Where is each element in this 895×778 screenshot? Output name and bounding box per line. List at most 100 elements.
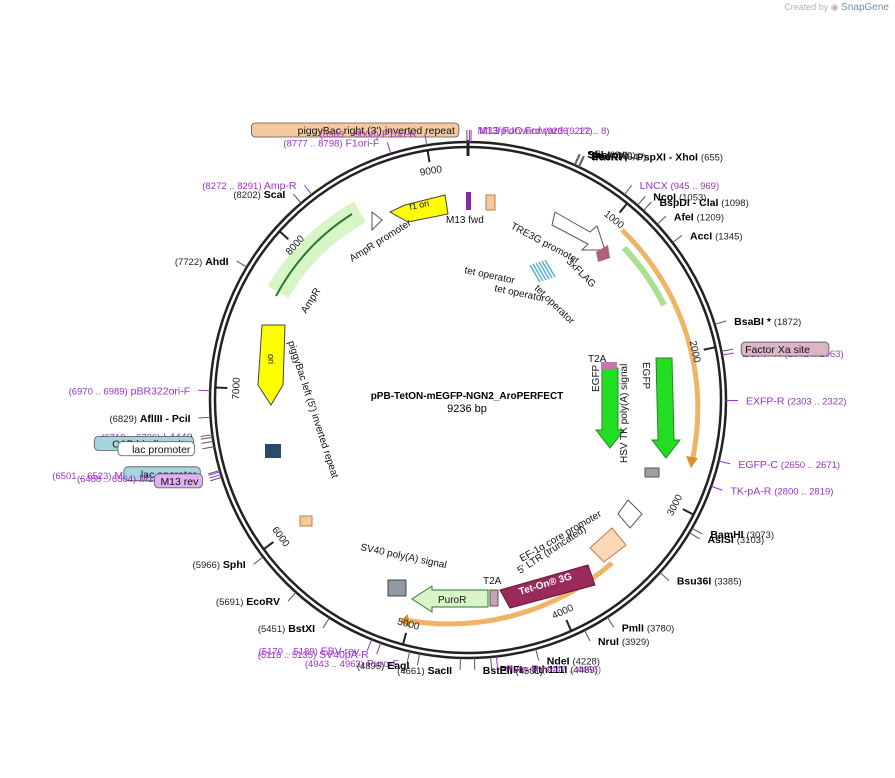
site-label-enzyme[interactable]: NdeI (4228) [547, 656, 600, 668]
site-label-enzyme[interactable]: BspDI - ClaI (1098) [659, 197, 748, 209]
label-leader [577, 155, 584, 167]
label-leader [236, 260, 248, 268]
enzyme-position: (8202) [233, 190, 260, 201]
site-label-primer[interactable]: (8272 .. 8291) Amp-R [202, 180, 297, 192]
label-leader [424, 133, 428, 146]
scale-tick [703, 346, 716, 351]
label-leader [200, 436, 213, 440]
site-label-enzyme[interactable]: NcoI (1053) [653, 191, 706, 203]
enzyme-name: AfeI [674, 211, 694, 223]
site-label-primer[interactable]: (5170 .. 5189) EBV-rev [259, 646, 360, 658]
primer-name: SV40pA-R [319, 649, 369, 661]
site-label-primer[interactable]: EXFP-R (2303 .. 2322) [746, 396, 847, 408]
primer-name: F1ori-R [382, 128, 417, 140]
site-label-primer[interactable]: M13/pUC Forward (9222 .. 8) [477, 125, 609, 137]
scale-tick [263, 541, 274, 550]
site-label-enzyme[interactable]: (8202) ScaI [233, 189, 285, 201]
scale-tick-label: 5000 [396, 617, 421, 633]
site-label-enzyme[interactable]: SfiI (624) [587, 149, 628, 161]
primer-name: Amp-R [264, 180, 297, 192]
enzyme-label-text: Bsu36I (3385) [677, 575, 742, 587]
label-leader [208, 471, 221, 476]
ampr-promoter-shape [371, 210, 383, 232]
site-label-feature[interactable]: Factor Xa site [740, 341, 830, 357]
amp-arc-line [275, 213, 353, 297]
primer-position: (8989 .. 9008) [320, 129, 379, 140]
enzyme-label-text: BsaBI * (1872) [734, 316, 801, 328]
primer-position: (6970 .. 6989) [69, 386, 128, 397]
site-label-enzyme[interactable]: PflFI - Tth111I (4489) [500, 664, 598, 676]
enzyme-position: (6829) [109, 414, 136, 425]
features-layer [257, 192, 701, 628]
feature-label-box [250, 122, 460, 138]
enzyme-label-text: (4661) SacII [397, 665, 452, 677]
enzyme-position: (1209) [697, 212, 724, 223]
site-label-enzyme[interactable]: (5691) EcoRV [216, 596, 280, 608]
site-label-primer[interactable]: M13 Forward (9236 .. 17) [479, 125, 592, 137]
feature-label-box [117, 441, 195, 457]
site-label-enzyme[interactable]: BsaBI * (1872) [734, 316, 801, 328]
label-leader [656, 215, 667, 225]
site-label-enzyme[interactable]: PaeR7I - PspXI - XhoI (655) [592, 151, 723, 163]
primer-label-text: (5116 .. 5135) SV40pA-R [258, 649, 369, 661]
primer-label-text: (8777 .. 8798) F1ori-F [283, 137, 379, 149]
enzyme-label-text: (7722) AhdI [175, 256, 229, 268]
label-leader [574, 154, 581, 166]
label-leader [304, 184, 313, 195]
enzyme-name: SacII [428, 665, 453, 677]
enzyme-label-text: BamHI (3073) [710, 529, 774, 541]
enzyme-position: (3929) [622, 637, 649, 648]
site-label-primer[interactable]: (5116 .. 5135) SV40pA-R [258, 649, 369, 661]
inner-egfp-1: EGFP [591, 364, 602, 392]
label-leader [202, 446, 215, 450]
ori-shape [257, 324, 286, 406]
site-label-primer[interactable]: (8989 .. 9008) F1ori-R [320, 128, 417, 140]
inner-puror: PuroR [438, 595, 466, 606]
site-label-enzyme[interactable]: PmlI (3780) [622, 622, 675, 634]
primer-name: pBR322ori-F [131, 385, 191, 397]
site-label-primer[interactable]: (6970 .. 6989) pBR322ori-F [69, 385, 191, 397]
site-label-primer[interactable]: EGFP-C (2650 .. 2671) [738, 459, 840, 471]
site-label-primer[interactable]: LNCX (945 .. 969) [640, 180, 720, 192]
site-label-enzyme[interactable]: EcoRI (649) [591, 151, 646, 163]
site-label-enzyme[interactable]: Bsu36I (3385) [677, 575, 742, 587]
plasmid-name: pPB-TetON-mEGFP-NGN2_AroPERFECT [371, 391, 564, 402]
site-label-enzyme[interactable]: (6829) AflIII - PciI [109, 413, 190, 425]
site-label-enzyme[interactable]: (5451) BstXI [258, 623, 315, 635]
t2a-1-mark [601, 362, 617, 369]
site-label-enzyme[interactable]: SpeI (630) [588, 149, 635, 161]
label-leader [606, 616, 615, 628]
site-label-enzyme[interactable]: (5966) SphI [193, 559, 246, 571]
inner-tet-operator-1: tet operator [463, 265, 516, 287]
primer-position: (4447 .. 4466) [542, 664, 601, 675]
site-label-primer[interactable]: TK-pA-R (2800 .. 2819) [730, 485, 833, 497]
orf-arc-right-head [686, 456, 698, 468]
enzyme-label-text: PmlI (3780) [622, 622, 675, 634]
site-label-primer[interactable]: (8777 .. 8798) F1ori-F [283, 137, 379, 149]
site-label-enzyme[interactable]: AsiSI (3103) [708, 534, 765, 546]
site-label-enzyme[interactable]: AccI (1345) [690, 230, 743, 242]
site-label-enzyme[interactable]: NruI (3929) [598, 636, 649, 648]
snapgene-credit: Created by ◉ SnapGene [784, 2, 889, 13]
scale-tick-label: 3000 [665, 493, 685, 518]
enzyme-label-text: NruI (3929) [598, 636, 649, 648]
enzyme-label-text: BspDI - ClaI (1098) [659, 197, 748, 209]
primer-position: (8777 .. 8798) [283, 138, 342, 149]
label-leader [691, 527, 703, 535]
site-label-feature[interactable]: lac promoter [117, 441, 195, 457]
site-label-enzyme[interactable]: (4895) EagI [357, 660, 410, 672]
site-label-enzyme[interactable]: BamHI (3073) [710, 529, 774, 541]
site-label-feature[interactable]: M13 rev [154, 473, 203, 489]
site-label-primer[interactable]: (4943 .. 4963) Puro-F [305, 658, 399, 670]
site-label-enzyme[interactable]: BstEII (4581) [483, 665, 543, 677]
scale-tick [278, 230, 290, 241]
egfp-arrow-1 [594, 367, 626, 449]
enzyme-label-text: PaeR7I - PspXI - XhoI (655) [592, 151, 723, 163]
primer-position: (5170 .. 5189) [259, 647, 318, 658]
site-label-primer[interactable]: Puro-R (4447 .. 4466) [506, 663, 601, 675]
site-label-enzyme[interactable]: (7722) AhdI [175, 256, 229, 268]
label-leader [642, 201, 652, 212]
site-label-enzyme[interactable]: (4661) SacII [397, 665, 452, 677]
site-label-feature[interactable]: piggyBac right (3') inverted repeat [250, 122, 460, 138]
site-label-enzyme[interactable]: AfeI (1209) [674, 211, 724, 223]
